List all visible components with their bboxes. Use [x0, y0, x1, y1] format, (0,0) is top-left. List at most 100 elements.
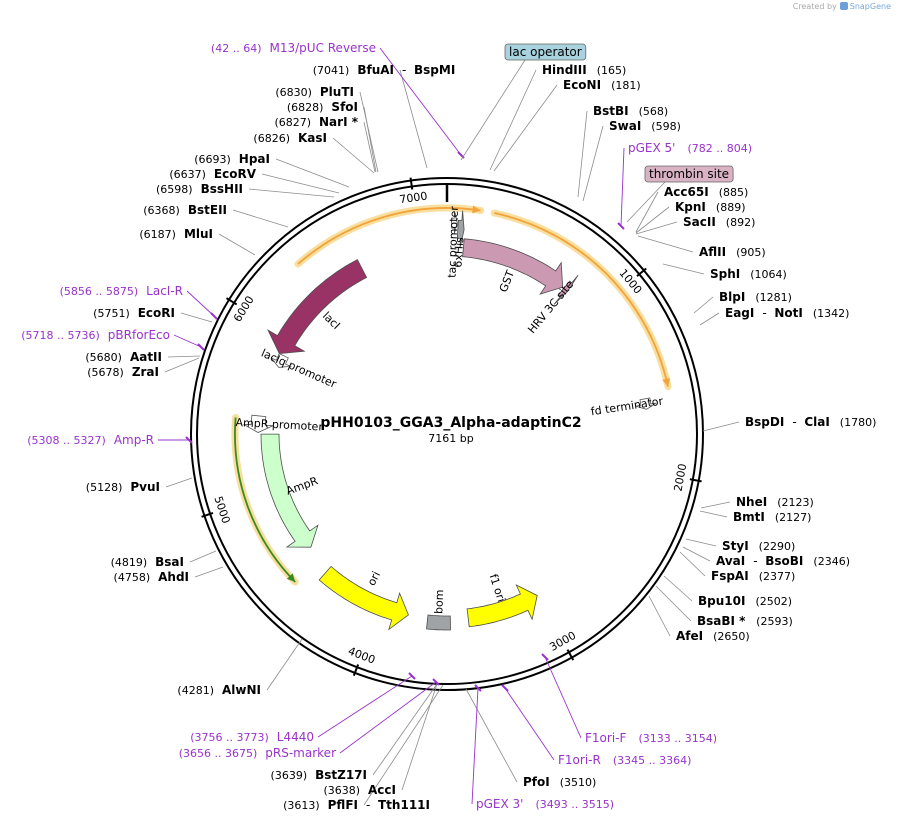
- site-pluti: PluTI (6830): [275, 85, 354, 99]
- boxed-label-bg: [644, 165, 734, 183]
- site-name: KpnI: [675, 200, 706, 214]
- site-position: (3613): [283, 799, 320, 812]
- site-position: (6827): [274, 116, 311, 129]
- orf-lacI-frame-arrowhead: [472, 205, 481, 214]
- site-leader-kpni: [635, 206, 670, 234]
- site-leader-acci: [401, 683, 438, 791]
- tick-1000: [636, 267, 647, 277]
- site-swai: SwaI(598): [609, 119, 681, 133]
- primer-leader: [339, 681, 437, 754]
- primer-range: (3756 .. 3773): [190, 731, 269, 744]
- site-position: (6187): [139, 228, 176, 241]
- site-leader-hindiii: [489, 69, 537, 171]
- site-name: BmtI: [733, 510, 765, 524]
- credit-brand: SnapGene: [849, 2, 891, 11]
- site-position: (2290): [759, 540, 796, 553]
- site-name: PvuI: [130, 480, 160, 494]
- site-position: (2593): [756, 615, 793, 628]
- site-position: (2346): [813, 555, 850, 568]
- orf-lacI-frame: [297, 207, 481, 265]
- site-leader-pflfi: [363, 684, 444, 806]
- site-position: (2502): [755, 595, 792, 608]
- site-separator: -: [366, 798, 370, 812]
- feature-gst: [462, 238, 564, 295]
- site-econi: EcoNI(181): [563, 78, 641, 92]
- site-afei: AfeI(2650): [676, 629, 750, 643]
- primer-leader: [620, 147, 625, 227]
- boxed-label-text: lac operator: [509, 45, 582, 59]
- primer-f1ori-f: F1ori-F(3133 .. 3154): [585, 731, 717, 745]
- site-position: (892): [726, 216, 756, 229]
- site-position: (4819): [111, 556, 148, 569]
- backbone-outer-ring: [190, 177, 704, 691]
- primer-amp-r: Amp-R(5308 .. 5327): [27, 433, 154, 447]
- site-pvui: PvuI(5128): [86, 480, 160, 494]
- site-avai: AvaI-BsoBI (2346): [716, 554, 850, 568]
- site-name: AfeI: [676, 629, 703, 643]
- site-ahdi: AhdI(4758): [114, 570, 189, 584]
- site-leader-acc65i: [635, 191, 659, 233]
- primer-name: pGEX 3': [476, 797, 523, 811]
- site-separator: -: [753, 554, 757, 568]
- site-position: (3639): [271, 769, 308, 782]
- site-leader-pfoi: [465, 688, 518, 783]
- site-position: (5751): [93, 307, 130, 320]
- site-leader-nhei: [700, 501, 731, 509]
- site-leader-bfuai: [399, 69, 428, 169]
- site-position: (905): [736, 246, 766, 259]
- site-name: HpaI: [239, 152, 270, 166]
- site-position: (4758): [114, 571, 151, 584]
- site-position: (6826): [253, 132, 290, 145]
- site-leader-aflii: [637, 235, 694, 253]
- primer-laci-r: LacI-R(5856 .. 5875): [60, 284, 183, 298]
- site-name: AvaI: [716, 554, 745, 568]
- feature-6xhis: [456, 210, 465, 249]
- site-name: PluTI: [320, 85, 354, 99]
- site-name: BstZ17I: [315, 768, 367, 782]
- site-position: (3510): [560, 776, 597, 789]
- site-leader-afei: [648, 595, 671, 637]
- site-position: (6830): [275, 86, 312, 99]
- primer-m13-puc-reverse: M13/pUC Reverse(42 .. 64): [211, 41, 376, 55]
- feature-tac-promoter: [451, 212, 458, 234]
- site-alwni: AlwNI(4281): [177, 683, 261, 697]
- primer-range: (5718 .. 5736): [21, 329, 100, 342]
- feature-label-ori: ori: [365, 569, 383, 588]
- site-name: EcoRI: [138, 306, 175, 320]
- site-name-alt: BsoBI: [765, 554, 803, 568]
- site-name: PfoI: [523, 775, 550, 789]
- tick-7000: [409, 177, 414, 190]
- site-pfoi: PfoI (3510): [523, 775, 596, 789]
- primer-mark: [432, 678, 440, 686]
- site-name: KasI: [298, 131, 327, 145]
- site-name: SphI: [710, 267, 740, 281]
- site-position: (165): [597, 64, 627, 77]
- primer-mark: [185, 436, 193, 444]
- site-position: (5678): [87, 366, 124, 379]
- tick-label-2000: 2000: [672, 463, 690, 493]
- site-aflii: AflII(905): [699, 245, 766, 259]
- site-fspai: FspAI(2377): [711, 569, 795, 583]
- site-position: (2123): [777, 496, 814, 509]
- site-leader-bsshii: [248, 188, 335, 198]
- site-name: EcoRV: [214, 167, 257, 181]
- site-name: ZraI: [132, 365, 159, 379]
- primer-name: pRS-marker: [265, 746, 336, 760]
- primer-leader: [544, 656, 582, 739]
- site-name: PflFI: [328, 798, 358, 812]
- site-leader-bsabi: [655, 585, 692, 622]
- site-leader-bstz17i: [372, 683, 438, 776]
- site-leader-pvui: [165, 477, 193, 488]
- primer-mark: [541, 653, 549, 661]
- primer-range: (5856 .. 5875): [60, 285, 139, 298]
- primer-name: Amp-R: [114, 433, 154, 447]
- tick-5000: [201, 511, 214, 518]
- boxed-label-leader: [460, 59, 526, 161]
- feature-laciq-promoter: [270, 353, 293, 368]
- orf-gst-frame-halo: [490, 209, 672, 391]
- primer-mark: [210, 312, 218, 320]
- feature-label-laciq-promoter: lacIq promoter: [259, 347, 339, 391]
- leader-lines: [158, 47, 740, 806]
- feature-label-laci: lacI: [320, 309, 343, 332]
- feature-label-fd-terminator: fd terminator: [590, 394, 664, 418]
